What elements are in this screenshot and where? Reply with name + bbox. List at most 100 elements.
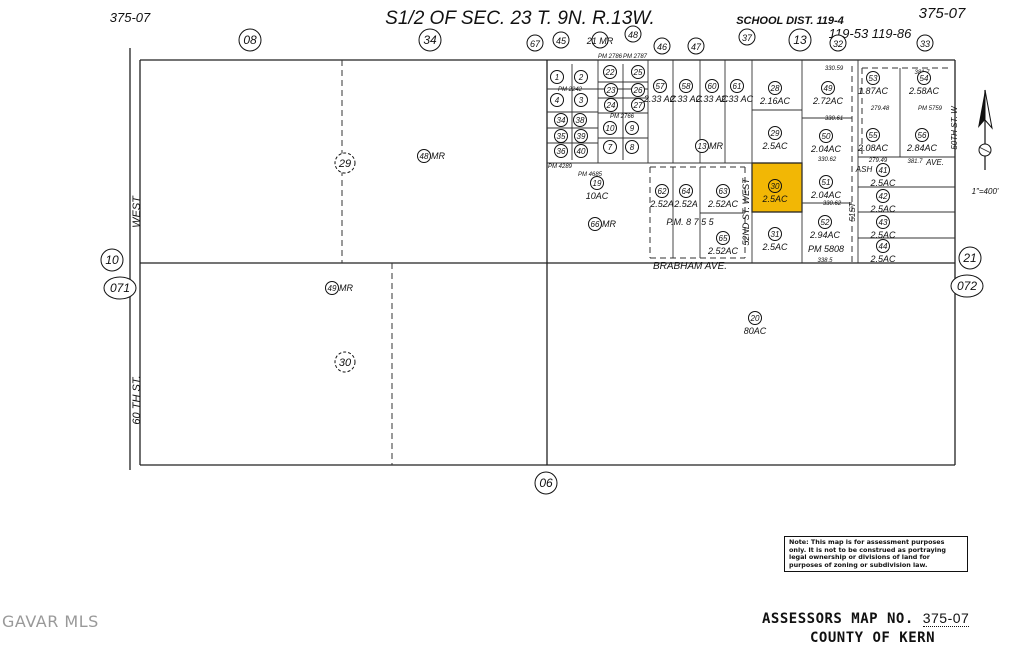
parcel-64[interactable]: 642.52A: [673, 184, 698, 210]
parcel-9[interactable]: 9: [625, 121, 639, 135]
parcel-43[interactable]: 432.5AC: [869, 215, 896, 241]
parcel-50[interactable]: 502.04AC: [810, 129, 842, 155]
parcel-number: 57: [656, 82, 665, 91]
parcel-40[interactable]: 40: [574, 144, 588, 158]
adjacent-map-top-4[interactable]: 21 MR: [586, 31, 614, 49]
parcel-10[interactable]: 10: [603, 121, 617, 135]
adjacent-map-top-9[interactable]: 13: [788, 28, 812, 52]
parcel-55[interactable]: 552.08AC: [857, 128, 889, 154]
map-note: P.M. 8 7 5 5: [666, 217, 714, 227]
parcel-63[interactable]: 632.52AC: [707, 184, 739, 210]
parcel-number: 34: [557, 116, 566, 125]
parcel-24[interactable]: 24: [604, 98, 618, 112]
map-note: PM 2786: [598, 54, 623, 60]
block-30: 30: [334, 351, 356, 373]
parcel-53[interactable]: 531.87AC: [858, 71, 889, 97]
adjacent-map-left-0[interactable]: 10: [100, 248, 124, 272]
adjacent-map-top-0[interactable]: 08: [238, 28, 262, 52]
map-scale: 1"=400': [972, 187, 999, 196]
parcel-number: 25: [633, 68, 643, 77]
parcel-number: 38: [576, 116, 585, 125]
adjacent-map-left-1[interactable]: 071: [103, 276, 137, 300]
parcel-area: 2.04AC: [810, 144, 842, 154]
assessors-map-number: ASSESSORS MAP NO. 375-07: [762, 610, 970, 627]
parcel-36[interactable]: 36: [554, 144, 568, 158]
adjacent-map-top-5[interactable]: 48: [624, 25, 642, 43]
parcel-8[interactable]: 8: [625, 140, 639, 154]
parcel-4[interactable]: 4: [550, 93, 564, 107]
parcel-number: 30: [771, 182, 780, 191]
parcel-26[interactable]: 26: [631, 83, 645, 97]
parcel-31[interactable]: 312.5AC: [761, 227, 788, 253]
parcel-38[interactable]: 38: [573, 113, 587, 127]
parcel-54[interactable]: 542.58AC: [908, 71, 940, 97]
parcel-52[interactable]: 522.94AC: [809, 215, 841, 241]
adjacent-map-bottom-0[interactable]: 06: [534, 471, 558, 495]
parcel-number: 29: [770, 129, 780, 138]
county-label: COUNTY OF KERN: [810, 630, 936, 646]
parcel-41[interactable]: 412.5AC: [869, 163, 896, 189]
parcel-65[interactable]: 652.52AC: [707, 231, 739, 257]
parcel-44[interactable]: 442.5AC: [869, 239, 896, 265]
parcel-49[interactable]: 49 2.72AC: [812, 81, 844, 107]
parcel-60[interactable]: 602.33 AC: [695, 79, 729, 105]
adjacent-map-top-7[interactable]: 47: [687, 37, 705, 55]
parcel-number: 2: [578, 73, 584, 82]
parcel-28[interactable]: 282.16AC: [759, 81, 791, 107]
parcel-area: 2.72AC: [812, 96, 844, 106]
parcel-25[interactable]: 25: [631, 65, 645, 79]
parcel-57[interactable]: 572.33 AC: [643, 79, 677, 105]
parcel-56[interactable]: 562.84AC: [906, 128, 938, 154]
adjacent-map-top-1[interactable]: 34: [418, 28, 442, 52]
parcel-29[interactable]: 292.5AC: [761, 126, 788, 152]
parcel-58[interactable]: 582.33 AC: [669, 79, 703, 105]
adjacent-map-top-2[interactable]: 67: [526, 34, 544, 52]
adjacent-map-top-6[interactable]: 46: [653, 37, 671, 55]
adjacent-map-right-0[interactable]: 21: [958, 246, 982, 270]
adjacent-map-right-1[interactable]: 072: [950, 274, 984, 298]
parcel-area: MR: [431, 151, 445, 161]
parcel-number: 10: [606, 124, 615, 133]
adjacent-map-label: 10: [105, 253, 119, 267]
parcel-number: 49: [824, 84, 833, 93]
parcel-number: 1: [555, 73, 559, 82]
parcel-22[interactable]: 22: [603, 65, 617, 79]
parcel-34[interactable]: 34: [554, 113, 568, 127]
parcel-42[interactable]: 422.5AC: [869, 189, 896, 215]
parcel-3[interactable]: 3: [574, 93, 588, 107]
parcel-23[interactable]: 23: [604, 83, 618, 97]
parcel-number: 13: [698, 142, 707, 151]
parcel-1[interactable]: 1: [550, 70, 564, 84]
adjacent-map-top-10[interactable]: 32: [829, 34, 847, 52]
parcel-7[interactable]: 7: [603, 140, 617, 154]
boundary-lines: [129, 48, 956, 470]
parcel-area: MR: [339, 283, 353, 293]
parcel-number: 55: [869, 131, 878, 140]
map-note: PM 2242: [558, 87, 583, 93]
parcel-62[interactable]: 622.52A: [649, 184, 674, 210]
map-note: PM 5808: [808, 244, 844, 254]
parcel-51[interactable]: 512.04AC: [810, 175, 842, 201]
parcel-30[interactable]: 302.5AC: [761, 179, 788, 205]
parcel-number: 48: [420, 152, 429, 161]
parcel-35[interactable]: 35: [554, 129, 568, 143]
parcel-number: 42: [879, 192, 888, 201]
adjacent-map-top-3[interactable]: 45: [552, 31, 570, 49]
parcel-number: 35: [557, 132, 566, 141]
parcel-number: 28: [770, 84, 780, 93]
parcel-61[interactable]: 612.33 AC: [720, 79, 754, 105]
adjacent-map-label: 08: [243, 33, 257, 47]
adjacent-map-top-8[interactable]: 37: [738, 28, 756, 46]
watermark: GAVAR MLS: [2, 612, 99, 631]
parcel-27[interactable]: 27: [631, 98, 645, 112]
parcel-39[interactable]: 39: [574, 129, 588, 143]
block-number: 30: [339, 357, 352, 369]
adjacent-map-top-11[interactable]: 33: [916, 34, 934, 52]
parcel-2[interactable]: 2: [574, 70, 588, 84]
